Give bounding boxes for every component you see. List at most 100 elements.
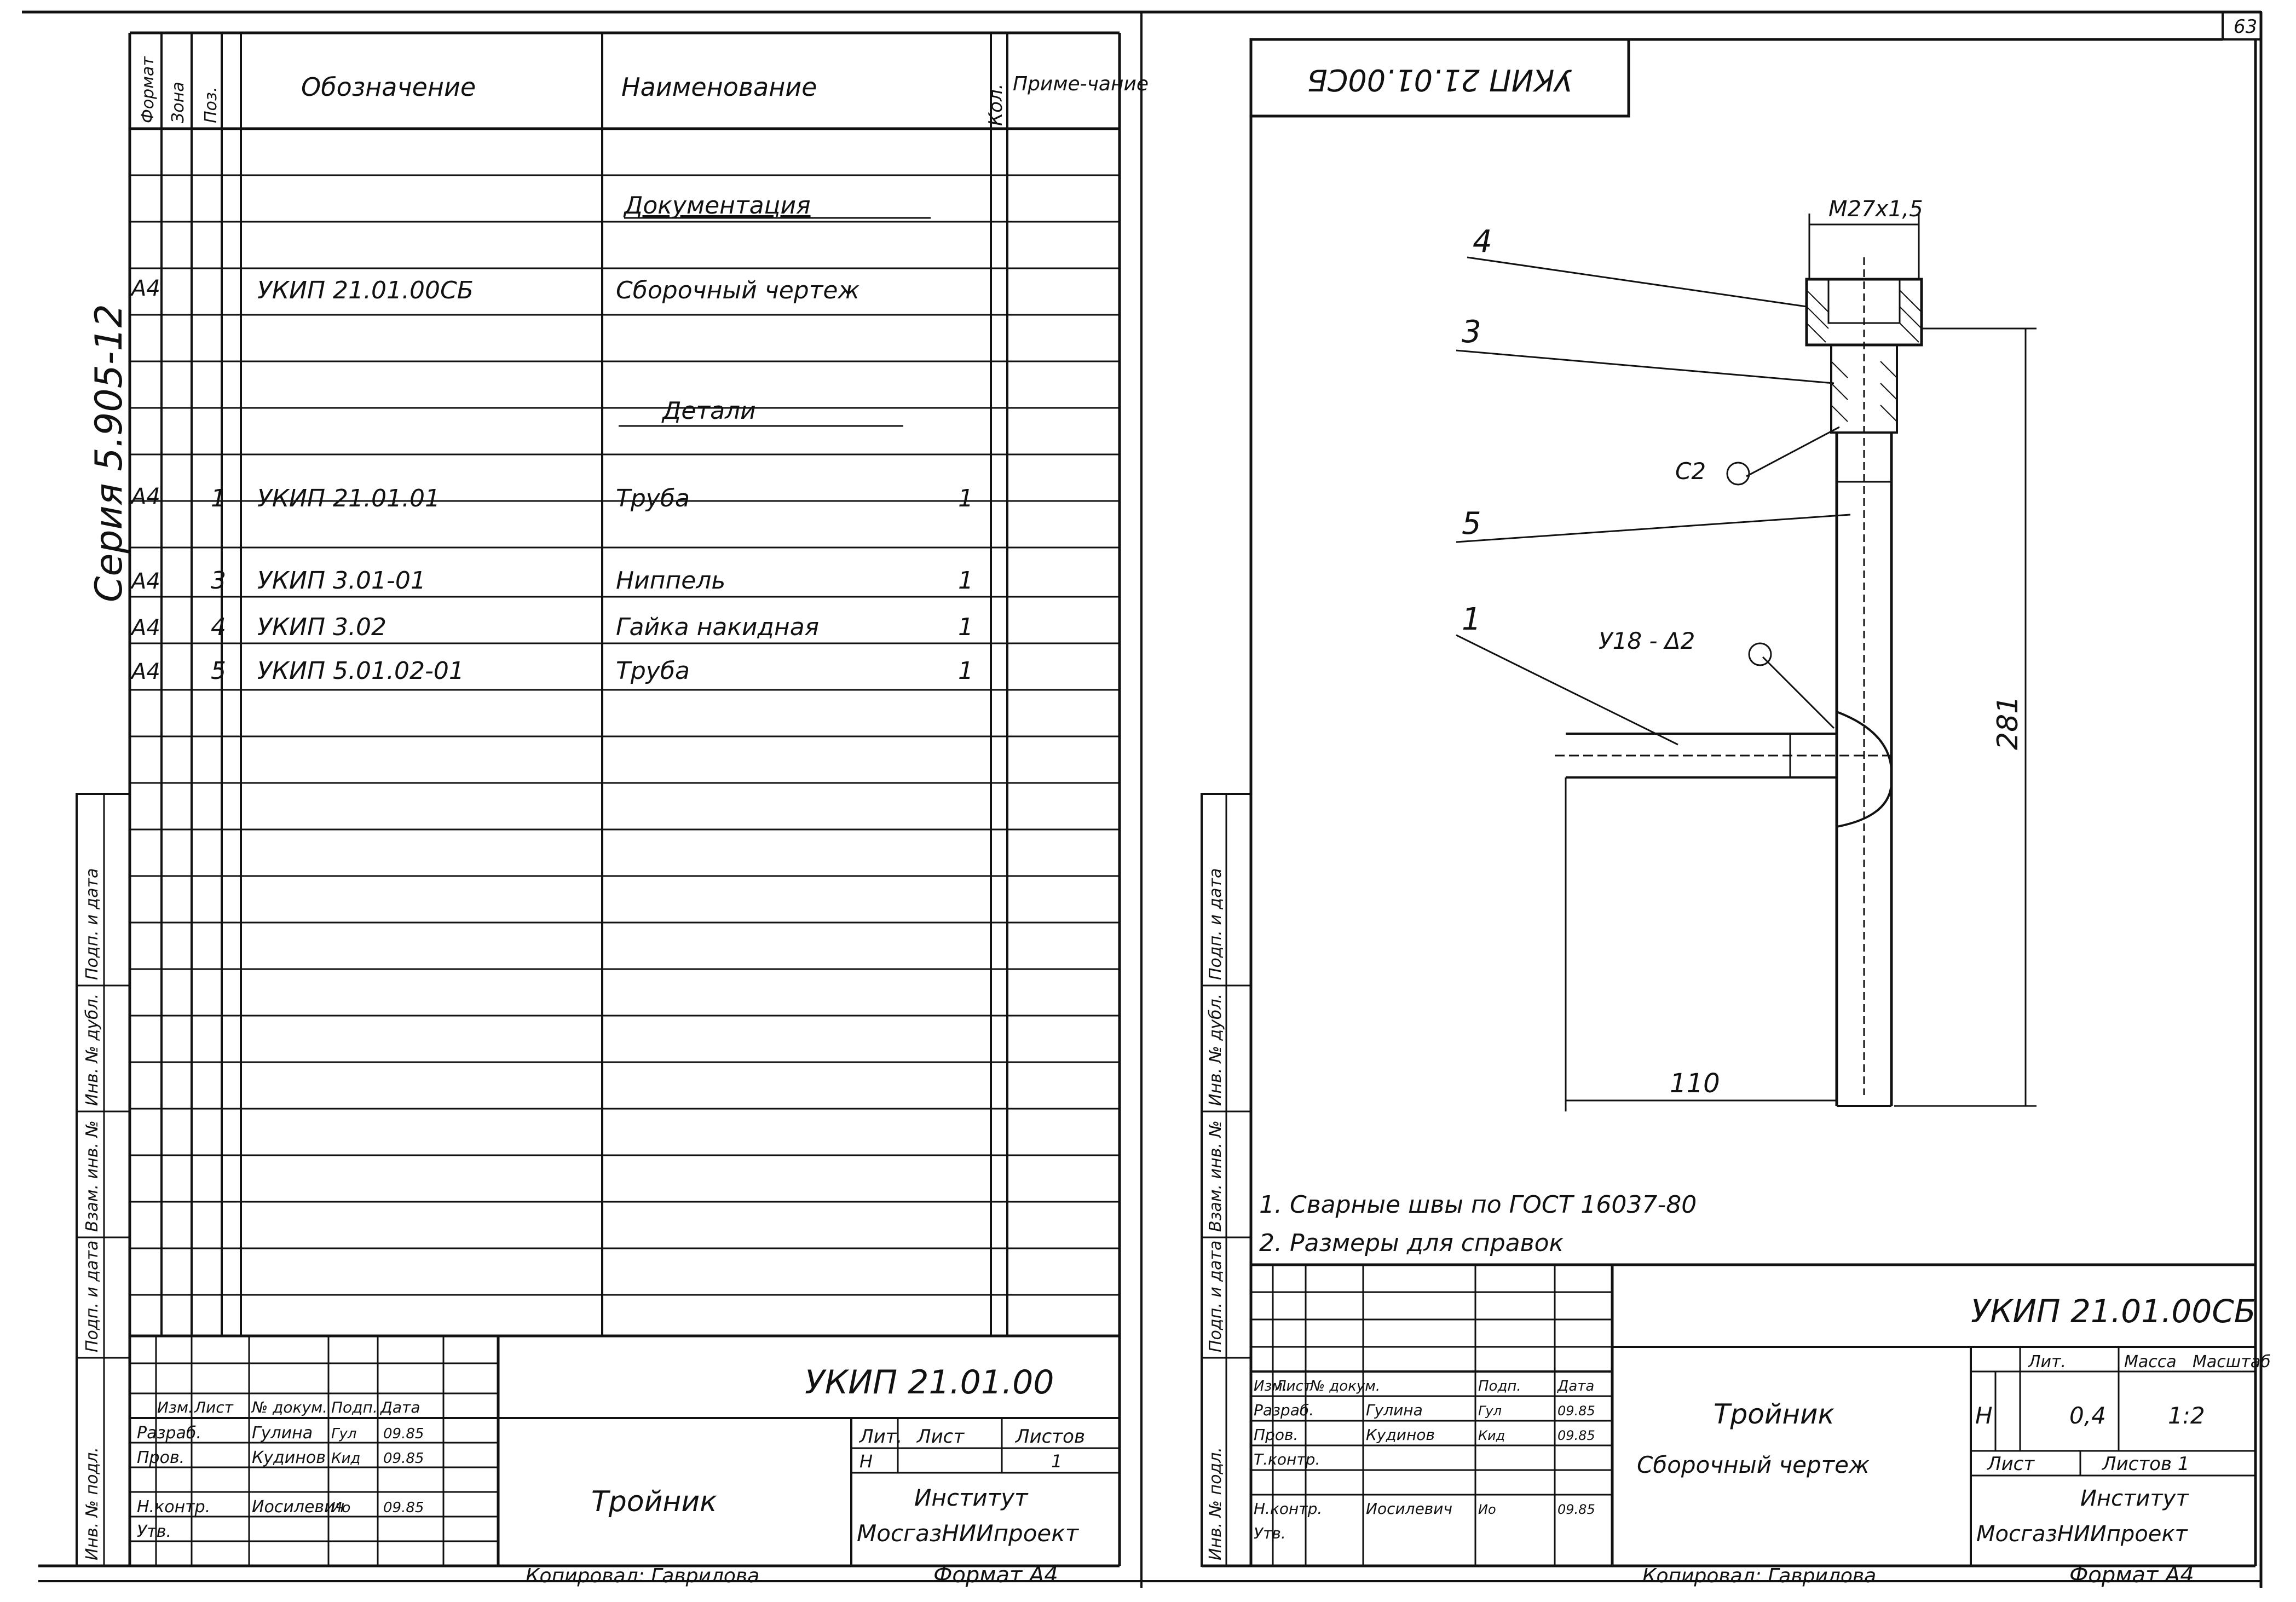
outer-frames [22,10,2263,1588]
header-format: Формат [139,56,158,123]
role-name: Иосилевич [252,1497,344,1517]
left-sheets-label: Листов [1014,1426,1085,1448]
hdr-podp: Подп. [1478,1378,1521,1394]
role: Т.контр. [1254,1450,1320,1468]
hdr-izm: Изм. [1254,1378,1287,1394]
row-name: Сборочный чертеж [616,276,859,304]
role-name: Кудинов [1366,1426,1435,1444]
row-format: А4 [130,659,160,684]
stamp-inv-podl: Инв. № подл. [83,1447,102,1560]
header-name: Наименование [621,72,817,102]
spec-header: Формат Зона Поз. Обозначение Наименовани… [139,56,1149,126]
callout-5: 5 [1462,506,1481,541]
assembly-drawing [1456,214,2037,1111]
stamp-vzam-inv: Взам. инв. № [83,1120,102,1232]
dim-height: 281 [1992,696,2024,750]
row-qty: 1 [958,485,973,512]
stamp-podp-data-2: Подп. и дата [83,868,102,980]
role-date: 09.85 [383,1500,424,1516]
right-lit-value: Н [1975,1402,1993,1429]
role-sign: Ио [1478,1502,1496,1517]
row-designation: УКИП 21.01.01 [257,485,440,512]
row-format: А4 [130,615,160,641]
spec-row-4: А4 4 УКИП 3.02 Гайка накидная 1 [130,613,973,641]
r-stamp-podp-data: Подп. и дата [1206,1241,1225,1352]
dim-thread: М27х1,5 [1828,197,1923,222]
spec-table-grid [130,33,1120,1336]
right-mass-label: Масса [2124,1352,2177,1372]
row-designation: УКИП 3.01-01 [257,567,426,595]
role: Н.контр. [137,1497,210,1517]
callout-4: 4 [1473,224,1492,260]
role-name: Иосилевич [1366,1500,1452,1518]
right-title-roles: Разраб. Гулина Гул 09.85 Пров. Кудинов К… [1254,1401,1595,1542]
dim-length: 110 [1670,1068,1720,1099]
r-stamp-inv-podl: Инв. № подл. [1206,1447,1225,1560]
spec-row-documentation: Документация [623,192,931,220]
row-designation: УКИП 21.01.00СБ [257,276,474,304]
left-lit-label: Лит. [858,1426,902,1448]
right-code: УКИП 21.01.00СБ [1971,1293,2256,1330]
hdr-izm: Изм. [157,1398,193,1416]
left-side-stamp [76,793,131,1567]
left-copied: Копировал: Гаврилова [526,1565,759,1587]
right-org-line2: МосгазНИИпроект [1976,1522,2188,1547]
role-sign: Ио [331,1500,350,1516]
nipple [1830,344,1898,434]
header-note: Приме-чание [1013,73,1149,95]
header-pos: Поз. [201,87,221,123]
callout-1: 1 [1462,602,1481,637]
right-title-headers: Изм. Лист № докум. Подп. Дата [1254,1378,1594,1394]
stamp-inv-dubl: Инв. № дубл. [83,994,102,1106]
page-number-box [2222,11,2262,41]
header-qty: Кол. [985,84,1007,126]
weld-mark-u18: У18 - Δ2 [1599,627,1695,654]
role-name: Гулина [252,1424,313,1443]
hdr-date: Дата [1557,1378,1594,1394]
role: Пров. [1254,1426,1298,1444]
right-title-block-grid [1251,1263,2255,1566]
header-zone: Зона [169,82,188,123]
row-designation: УКИП 5.01.02-01 [257,657,464,685]
left-sheets-value: 1 [1051,1451,1062,1472]
left-format: Формат А4 [933,1563,1058,1588]
row-pos: 3 [211,567,226,595]
row-pos: 1 [211,485,226,512]
left-org-line2: МосгазНИИпроект [857,1520,1080,1547]
left-title-roles: Разраб. Гулина Гул 09.85 Пров. Кудинов К… [137,1424,424,1541]
right-scale-value: 1:2 [2168,1402,2205,1429]
left-sheet-label: Лист [916,1426,965,1448]
role: Утв. [137,1522,171,1541]
callout-labels: 4 3 5 1 [1462,224,1492,637]
role-sign: Гул [1478,1403,1502,1419]
callout-3: 3 [1462,314,1481,350]
row-qty: 1 [958,657,973,685]
hdr-podp: Подп. [331,1398,378,1416]
row-name: Гайка накидная [616,613,819,641]
role: Утв. [1254,1524,1286,1542]
row-pos: 4 [211,613,226,641]
right-lit-label: Лит. [2028,1352,2066,1372]
left-lit-value: Н [859,1451,873,1472]
row-name: Ниппель [616,567,725,595]
spec-row-assembly: А4 УКИП 21.01.00СБ Сборочный чертеж [130,276,859,304]
right-product-name: Тройник [1714,1398,1835,1430]
hdr-list: Лист [194,1398,234,1416]
right-copied: Копировал: Гаврилова [1642,1565,1876,1587]
right-sheets-label: Листов 1 [2101,1453,2189,1475]
header-designation: Обозначение [301,72,476,102]
role-date: 09.85 [383,1426,424,1442]
weld-dome [1836,711,1893,828]
role-sign: Кид [1478,1428,1505,1443]
hdr-doc: № докум. [251,1398,327,1416]
row-name: Труба [616,485,690,512]
hdr-doc: № докум. [1309,1378,1380,1394]
role-date: 09.85 [1557,1502,1595,1517]
spec-row-5: А4 5 УКИП 5.01.02-01 Труба 1 [130,657,973,685]
left-title-headers: Изм. Лист № докум. Подп. Дата [157,1398,420,1416]
row-format: А4 [130,484,160,509]
r-stamp-podp-data-2: Подп. и дата [1206,868,1225,980]
row-format: А4 [130,276,160,301]
role-date: 09.85 [383,1450,424,1467]
